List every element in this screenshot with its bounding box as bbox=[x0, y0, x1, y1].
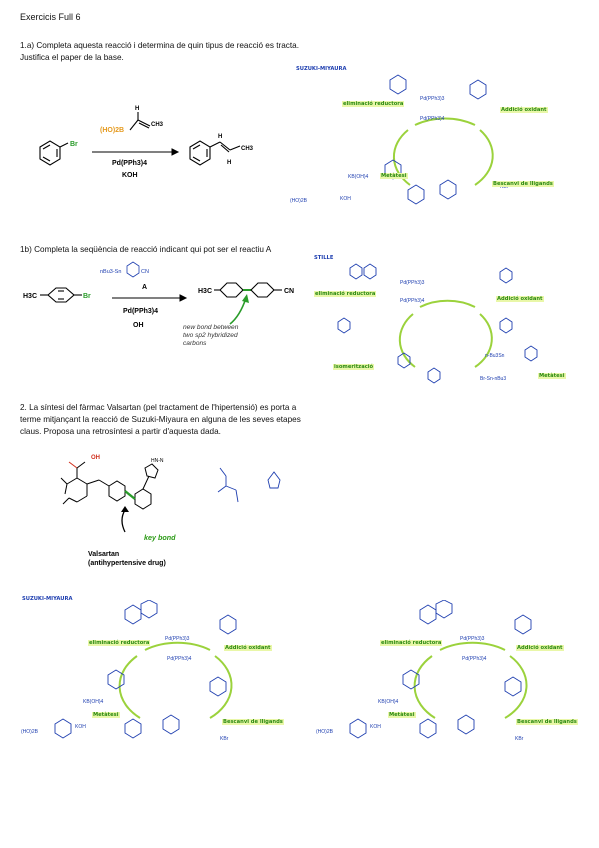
cycle1-oxidative: Addició oxidant bbox=[500, 107, 548, 113]
cycle2-isomer: isomerització bbox=[333, 364, 375, 370]
reactant-me-label: H3C bbox=[23, 293, 37, 300]
cycle3-pd1: Pd(PPh3)4 bbox=[167, 656, 192, 662]
retrosynthesis-fragments bbox=[217, 467, 281, 503]
h-label-3: H bbox=[227, 160, 231, 166]
cycle3-title: SUZUKI-MIYAURA bbox=[22, 596, 73, 602]
cycle1-ligand: Bescanvi de lligands bbox=[492, 181, 554, 187]
annotation-line2: two sp2 hybridized bbox=[183, 332, 238, 339]
h-label-1: H bbox=[135, 106, 139, 112]
base-label: KOH bbox=[122, 172, 138, 179]
key-bond-label: key bond bbox=[144, 533, 176, 542]
cycle3-pd0: Pd(PPh3)3 bbox=[165, 636, 190, 642]
q1b-reaction-scheme: nBu3-Sn CN A H3C Br Pd(PPh3)4 OH H3C CN bbox=[23, 261, 294, 329]
cycle1-diagram: Pd(PPh3)3 Pd(PPh3)4 KB(OH)4 KBr KOH (HO)… bbox=[290, 74, 509, 205]
boronic-label: (HO)2B bbox=[100, 127, 124, 134]
product-structure bbox=[189, 140, 241, 166]
cycle1-kboh: KB(OH)4 bbox=[348, 174, 369, 180]
cycle4-diagram: Pd(PPh3)3 Pd(PPh3)4 KB(OH)4 KBr KOH (HO)… bbox=[316, 600, 532, 742]
cycle2-diagram: Pd(PPh3)3 Pd(PPh3)4 n-Bu3Sn Br-Sn-nBu3 bbox=[337, 263, 538, 384]
cycle1-pd0: Pd(PPh3)3 bbox=[420, 96, 445, 102]
q1b-prompt: 1b) Completa la seqüència de reacció ind… bbox=[20, 244, 271, 255]
valsartan-oh: OH bbox=[91, 455, 100, 461]
annotation-line1: new bond between bbox=[183, 324, 239, 331]
stannane-cn: CN bbox=[141, 269, 149, 275]
propenyl-structure bbox=[129, 112, 151, 131]
ch3-label-1: CH3 bbox=[151, 122, 164, 128]
cycle3-kboh: KB(OH)4 bbox=[83, 699, 104, 705]
reagent-a-label: A bbox=[142, 284, 147, 291]
cycle2-oxidative: Addició oxidant bbox=[496, 296, 544, 302]
cycle4-pd1: Pd(PPh3)4 bbox=[462, 656, 487, 662]
q1b-base: OH bbox=[133, 322, 144, 329]
bromobenzene-structure bbox=[39, 140, 69, 166]
q2-prompt-line2: terme mitjançant la reacció de Suzuki-Mi… bbox=[20, 415, 301, 424]
cycle4-ligand: Bescanvi de lligands bbox=[516, 719, 578, 725]
product-me-label: H3C bbox=[198, 288, 212, 295]
cycle2-pd1: Pd(PPh3)4 bbox=[400, 298, 425, 304]
valsartan-subtitle: (antihypertensive drug) bbox=[88, 560, 166, 567]
cycle3-diagram: Pd(PPh3)3 Pd(PPh3)4 KB(OH)4 KBr KOH (HO)… bbox=[21, 600, 237, 742]
cycle3-kbr: KBr bbox=[220, 736, 229, 742]
cycle2-metathesis: Metàtesi bbox=[538, 373, 566, 379]
cycle2-pd0: Pd(PPh3)3 bbox=[400, 280, 425, 286]
cycle1-boronic: (HO)2B bbox=[290, 198, 308, 204]
q1a-prompt-line1: 1.a) Completa aquesta reacció i determin… bbox=[20, 41, 299, 50]
cycle2-bu3snbr: Br-Sn-nBu3 bbox=[480, 376, 506, 382]
cycle2-title: STILLE bbox=[314, 255, 334, 261]
cycle4-boronic: (HO)2B bbox=[316, 729, 334, 735]
bromotoluene-structure bbox=[40, 287, 82, 303]
q1b-annotation: new bond between two sp2 hybridized carb… bbox=[183, 324, 238, 348]
cycle1-reductive: eliminació reductora bbox=[342, 101, 405, 107]
cycle1-title: SUZUKI-MIYAURA bbox=[296, 66, 347, 72]
q2-prompt-line1: 2. La síntesi del fàrmac Valsartan (pel … bbox=[20, 403, 297, 412]
cycle3-metathesis: Metàtesi bbox=[92, 712, 120, 718]
cycle1-metathesis: Metàtesi bbox=[380, 173, 408, 179]
product-cn-label: CN bbox=[284, 288, 294, 295]
cycle4-kboh: KB(OH)4 bbox=[378, 699, 399, 705]
cycle3-reductive: eliminació reductora bbox=[88, 640, 151, 646]
valsartan-tetrazole: HN-N bbox=[151, 458, 164, 464]
cycle3-oxidative: Addició oxidant bbox=[224, 645, 272, 651]
annotation-line3: carbons bbox=[183, 340, 207, 347]
cycle3-koh: KOH bbox=[75, 724, 86, 730]
cycle4-metathesis: Metàtesi bbox=[388, 712, 416, 718]
br-label: Br bbox=[70, 141, 78, 148]
cycle3-boronic: (HO)2B bbox=[21, 729, 39, 735]
cycle4-pd0: Pd(PPh3)3 bbox=[460, 636, 485, 642]
valsartan-name: Valsartan bbox=[88, 551, 120, 558]
cycle3-ligand: Bescanvi de lligands bbox=[222, 719, 284, 725]
stannane-label: nBu3-Sn bbox=[100, 269, 121, 275]
reactant-br-label: Br bbox=[83, 293, 91, 300]
h-label-2: H bbox=[218, 134, 222, 140]
cycle4-kbr: KBr bbox=[515, 736, 524, 742]
cycle1-koh: KOH bbox=[340, 196, 351, 202]
cycle1-pd1: Pd(PPh3)4 bbox=[420, 116, 445, 122]
q1b-catalyst: Pd(PPh3)4 bbox=[123, 308, 158, 315]
cycle4-reductive: eliminació reductora bbox=[380, 640, 443, 646]
ch3-label-2: CH3 bbox=[241, 146, 254, 152]
key-bond-arrow bbox=[121, 509, 126, 533]
valsartan-structure: OH HN-N bbox=[60, 455, 164, 533]
cycle1-kbr: KBr bbox=[500, 184, 509, 190]
q1b-prompt-text: 1b) Completa la seqüència de reacció ind… bbox=[20, 245, 272, 254]
cycle4-oxidative: Addició oxidant bbox=[516, 645, 564, 651]
q1a-prompt-line2: Justifica el paper de la base. bbox=[20, 53, 124, 62]
q1a-reaction-arrow bbox=[92, 148, 180, 156]
q2-prompt-line3: claus. Proposa una retrosíntesi a partir… bbox=[20, 427, 221, 436]
new-bond-arrow bbox=[229, 297, 247, 325]
q1a-reaction-scheme: Br (HO)2B H CH3 Pd(PPh3)4 KOH H H CH3 bbox=[39, 106, 254, 179]
biaryl-structure bbox=[214, 282, 282, 298]
cycle4-koh: KOH bbox=[370, 724, 381, 730]
cycle2-reductive: eliminació reductora bbox=[314, 291, 377, 297]
page-title: Exercicis Full 6 bbox=[20, 12, 81, 22]
cycle2-stannane: n-Bu3Sn bbox=[485, 353, 505, 359]
catalyst-label: Pd(PPh3)4 bbox=[112, 160, 147, 167]
